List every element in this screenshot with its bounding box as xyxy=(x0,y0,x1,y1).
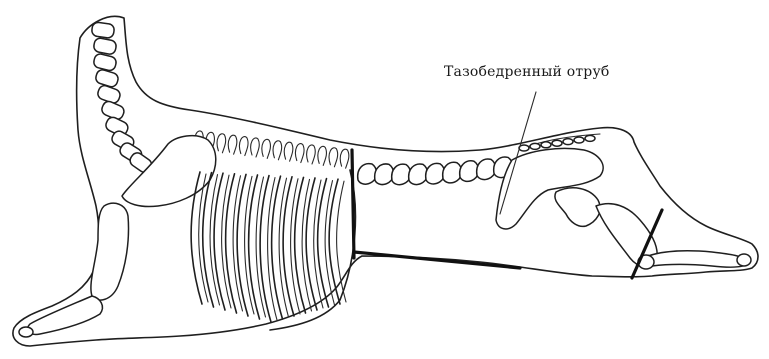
belly-cut-line xyxy=(354,252,520,268)
flank-cut-line xyxy=(352,150,354,258)
lumbar-vertebra xyxy=(426,163,445,184)
ribcage xyxy=(191,170,355,330)
rib xyxy=(295,177,306,313)
dorsal-spine xyxy=(217,134,226,153)
dorsal-spine xyxy=(295,144,304,163)
rib xyxy=(272,176,283,319)
hindleg-hoof xyxy=(737,254,751,266)
dorsal-spine xyxy=(307,145,316,164)
sacral-vertebra xyxy=(530,143,540,149)
lumbar-vertebra xyxy=(460,161,479,182)
rib xyxy=(283,177,294,316)
sacral-vertebra xyxy=(585,135,595,141)
dorsal-spine xyxy=(251,138,260,157)
dorsal-spine xyxy=(239,137,248,156)
dorsal-spine xyxy=(262,139,271,158)
femur-bone xyxy=(555,188,600,227)
sacral-vertebra xyxy=(552,140,562,146)
lumbar-vertebra xyxy=(358,164,377,185)
rib xyxy=(318,179,329,307)
lumbar-vertebra xyxy=(392,164,411,185)
lumbar-vertebra xyxy=(443,162,462,183)
cervical-vertebra xyxy=(93,37,117,55)
foreleg-bone-lower xyxy=(28,296,103,334)
lumbar-vertebra xyxy=(409,164,428,185)
dorsal-spines xyxy=(195,131,349,168)
foreleg-bone-upper xyxy=(91,203,129,300)
lumbar-vertebra xyxy=(477,159,496,180)
hindleg-lower-bone xyxy=(643,251,750,267)
lumbar-vertebrae xyxy=(358,157,513,185)
cervical-vertebra xyxy=(93,53,118,72)
dorsal-spine xyxy=(329,148,338,167)
sacral-vertebra xyxy=(574,137,584,143)
sacral-vertebra xyxy=(563,139,573,145)
cervical-vertebra xyxy=(94,68,119,88)
dorsal-spine xyxy=(228,135,237,154)
rib xyxy=(306,178,317,310)
dorsal-spine xyxy=(284,142,293,161)
hip-cut-label: Тазобедренный отруб xyxy=(444,64,610,80)
cervical-vertebra xyxy=(91,22,115,39)
lumbar-vertebra xyxy=(375,164,394,185)
dorsal-spine xyxy=(340,149,349,168)
foreleg-hoof xyxy=(19,327,33,337)
dorsal-spine xyxy=(273,141,282,160)
rib-inner-edge xyxy=(337,181,346,302)
cervical-vertebrae xyxy=(91,22,154,175)
sacral-vertebra xyxy=(541,142,551,148)
dorsal-spine xyxy=(318,146,327,165)
